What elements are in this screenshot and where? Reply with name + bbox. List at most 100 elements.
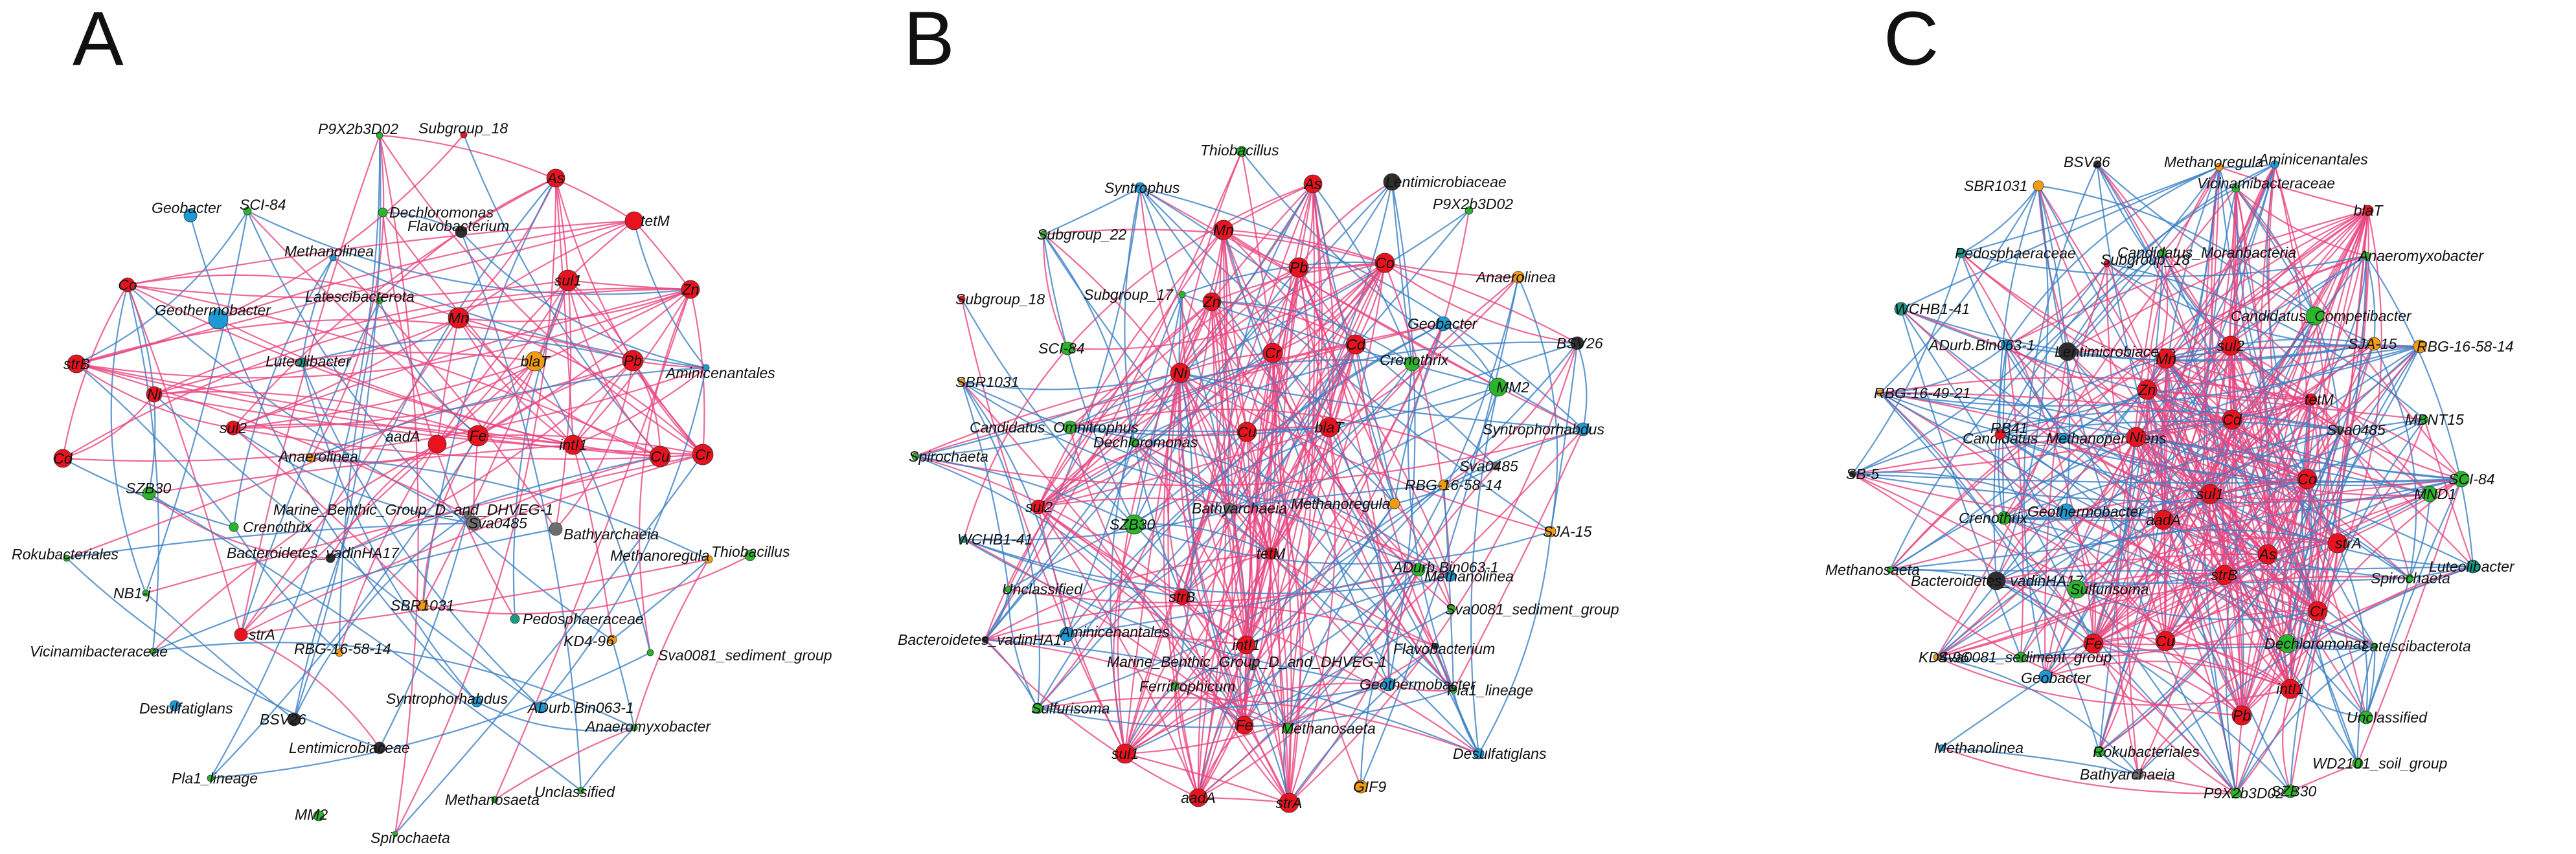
panel-a-edge [148,493,582,791]
panel-b-edge [1288,569,1420,803]
network-node [681,280,700,299]
panel-b-edge [1037,229,1224,508]
panel-b-edge [1211,300,1413,365]
panel-c-edge [2164,493,2211,642]
panel-b-edge [1180,352,1273,374]
node-label: Geothermobacter [155,302,271,319]
node-label: KD4-96 [564,633,614,649]
network-node [2156,348,2176,369]
network-node [417,600,429,611]
panel-a-edge [218,319,574,446]
node-label: Candidatus_Competibacter [2231,308,2412,324]
panel-a-edge [494,289,692,800]
panel-a-edge [293,135,382,720]
node-label: NB1-j [113,585,151,601]
node-label: Desulfatiglans [139,700,233,717]
node-label: Subgroup_18 [2101,251,2190,268]
panel-b-edge [1174,686,1200,798]
node-label: Aminicenantales [1059,624,1170,640]
panel-b-edge [1067,183,1314,349]
panel-b-edge [1211,301,1248,433]
network-node [448,307,470,329]
network-node [1224,502,1235,514]
node-label: Vicinamibacteraceae [2197,175,2335,192]
panel-b-edge [1134,523,1271,554]
node-label: SJA-15 [1543,523,1592,540]
panel-a-edge [76,319,633,365]
panel-b-edge [1384,262,1519,278]
node-label: Unclassified [2347,709,2428,726]
panel-c-edge [1936,656,2291,706]
panel-b-edge [1042,234,1069,349]
node-label: MM2 [1496,379,1529,396]
network-node [287,712,301,726]
panel-c-edge [2099,478,2308,752]
panel-c-edge [1852,473,2462,484]
node-label: Marine_Benthic_Group_D_and_DHVEG-1 [1107,653,1387,670]
node-label: WCHB1-41 [1895,300,1970,317]
panel-c-edge [2290,762,2358,792]
network-node [960,535,968,543]
panel-b-edge [1038,426,1330,508]
node-label: Crenothrix [1380,352,1450,368]
panel-c-edge [1889,438,2064,570]
panel-c-edge [2337,478,2462,545]
network-node [63,554,71,562]
panel-c-edge [2076,519,2164,590]
node-label: sul2 [220,420,247,436]
node-label: SB-5 [1846,466,1879,482]
panel-b-edge [1008,229,1224,590]
network-node [2352,758,2364,769]
panel-c-edge [2099,519,2165,752]
node-label: sul1 [554,272,582,289]
panel-c-edge [1880,185,2039,394]
panel-c-edge [2093,419,2233,644]
panel-a-edge [611,559,709,640]
network-node [2067,579,2086,599]
network-node [1488,377,1508,397]
panel-c-edge [2162,166,2220,253]
panel-b-edge [1181,267,1300,598]
network-node [1063,420,1077,434]
network-node [2362,205,2374,216]
panel-c-edge [2163,519,2318,612]
node-label: tetM [2305,391,2334,408]
network-node [2420,415,2429,424]
network-node [1438,479,1450,491]
panel-b-edge [985,552,1271,640]
node-label: Cr [1265,344,1282,361]
node-label: Anaeromyxobacter [584,718,711,735]
panel-b-edge [1038,506,1290,803]
panel-c-edge [2099,346,2421,752]
panel-c-edge [2006,263,2108,346]
panel-a-edge [246,210,613,640]
node-label: Dechloromonas [2264,635,2369,652]
panel-b-edge [1043,234,1454,691]
panel-a-edge [512,280,569,620]
panel-b-edge [1223,229,1452,577]
node-label: Pb [1290,259,1308,276]
node-label: Co [118,276,137,293]
panel-c-edge [2092,519,2164,644]
panel-c-edge [2136,418,2233,438]
network-node [243,207,252,216]
network-node [1170,682,1180,691]
network-node [208,309,229,330]
network-node [313,810,325,822]
node-label: Methanolinea [1934,739,2023,756]
node-label: Bathyarchaeia [1192,500,1287,517]
panel-a-edge [476,701,635,732]
panel-a-edge [460,231,582,791]
panel-b-edge [1198,569,1419,798]
network-node [1213,219,1234,240]
panel-b-edge [1043,229,1578,344]
node-label: Flavobacterium [1393,640,1495,657]
panel-c-edge [2209,399,2312,495]
network-node [2230,787,2242,799]
network-node [2305,393,2318,406]
network-node [2413,339,2427,354]
network-node [2083,633,2104,654]
panel-a-edge [436,317,460,445]
node-label: Cu [2156,633,2175,649]
